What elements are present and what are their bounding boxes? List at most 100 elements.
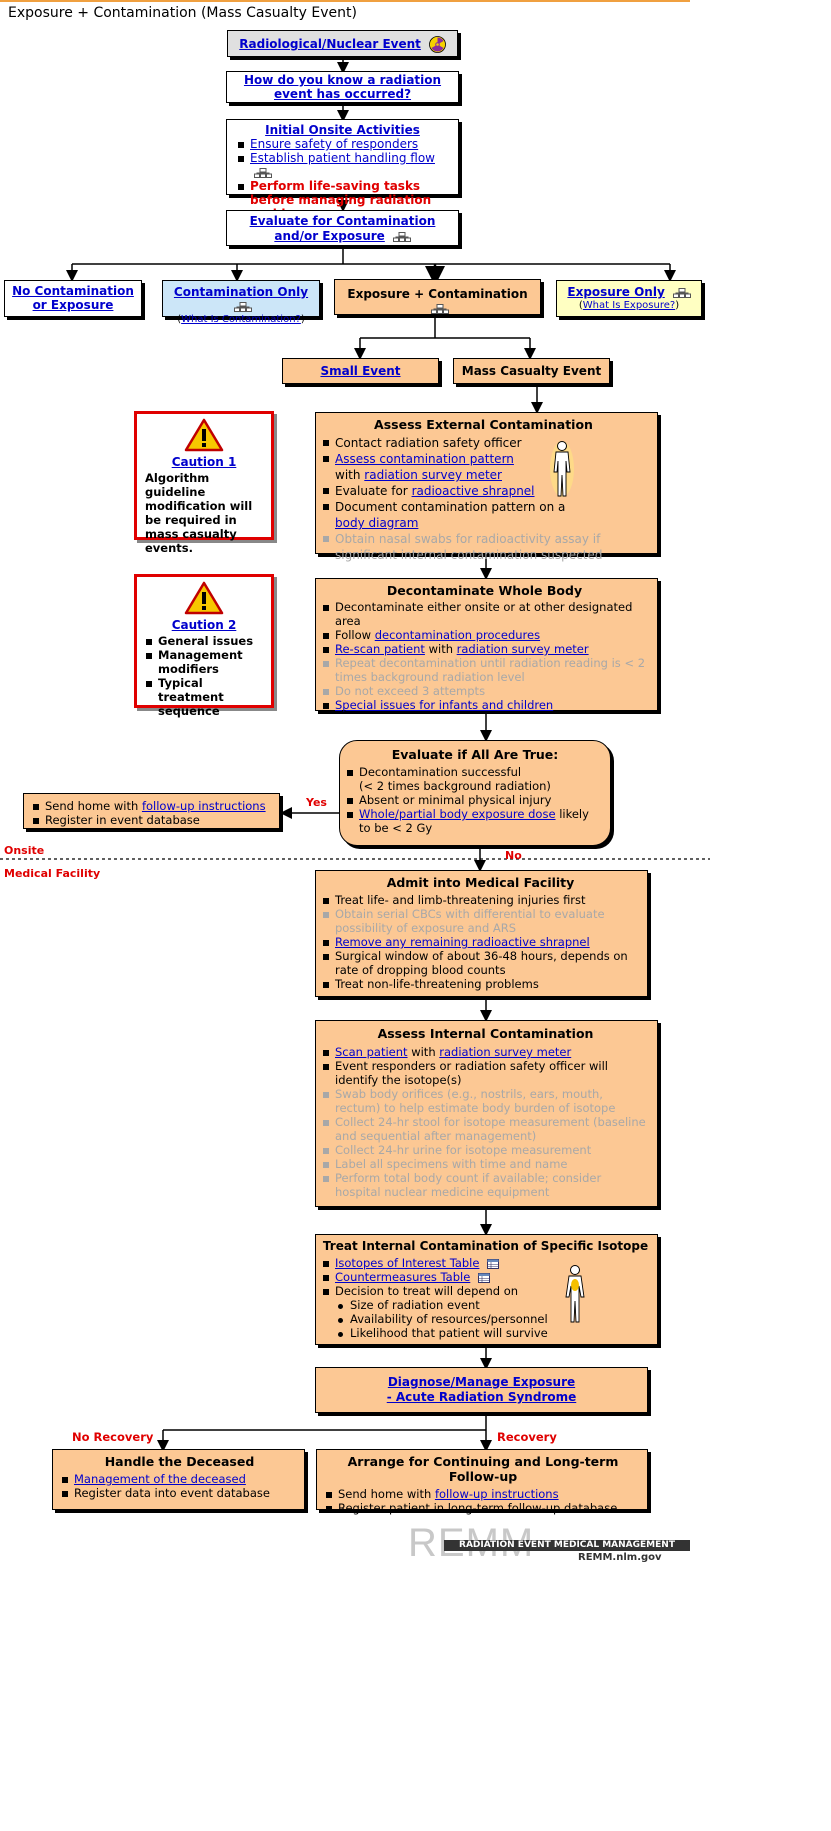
exposure-network-icon[interactable] xyxy=(672,287,691,298)
radiological-nuclear-event-link[interactable]: Radiological/Nuclear Event xyxy=(239,37,421,51)
exposure-only-link[interactable]: Exposure Only xyxy=(567,285,665,299)
countermeasures-table-link[interactable]: Countermeasures Table xyxy=(335,1270,471,1284)
body-diagram-link[interactable]: body diagram xyxy=(335,516,419,530)
initial-onsite-link[interactable]: Initial Onsite Activities xyxy=(265,123,420,137)
exposure-contamination-box: Exposure + Contamination xyxy=(334,279,541,315)
caution-2-item: Management modifiers xyxy=(158,648,243,676)
ensure-safety-link[interactable]: Ensure safety of responders xyxy=(250,137,419,151)
page-title: Exposure + Contamination (Mass Casualty … xyxy=(8,5,357,21)
body-figure-icon xyxy=(550,441,574,497)
identify-isotope-text: Event responders or radiation safety off… xyxy=(335,1059,608,1087)
contam-network-icon[interactable] xyxy=(234,301,252,312)
infants-children-link[interactable]: Special issues for infants and children xyxy=(335,698,554,712)
surgical-window-text: Surgical window of about 36-48 hours, de… xyxy=(335,949,628,977)
register-event-text: Register in event database xyxy=(45,813,200,827)
decon-success-detail: (< 2 times background radiation) xyxy=(359,779,551,793)
small-event-box[interactable]: Small Event xyxy=(282,358,439,384)
small-event-link[interactable]: Small Event xyxy=(320,364,401,378)
caution-2-box: Caution 2 General issues Management modi… xyxy=(134,574,274,718)
caution-2-link[interactable]: Caution 2 xyxy=(171,618,237,632)
what-is-exposure-link[interactable]: What Is Exposure? xyxy=(582,300,676,311)
caution-2-item: General issues xyxy=(158,634,254,648)
initial-onsite-box: Initial Onsite Activities Ensure safety … xyxy=(226,119,459,221)
total-body-count-text: Perform total body count if available; c… xyxy=(335,1171,602,1199)
decontaminate-title: Decontaminate Whole Body xyxy=(386,583,583,598)
diagnose-ars-link[interactable]: Diagnose/Manage Exposure - Acute Radiati… xyxy=(386,1375,577,1404)
rescan-patient-link[interactable]: Re-scan patient xyxy=(335,642,425,656)
recovery-label: Recovery xyxy=(497,1430,557,1444)
repeat-decon-text: Repeat decontamination until radiation r… xyxy=(335,656,646,684)
contamination-only-box[interactable]: Contamination Only (What Is Contaminatio… xyxy=(162,280,320,325)
remm-banner: RADIATION EVENT MEDICAL MANAGEMENT xyxy=(444,1540,690,1551)
medical-facility-label: Medical Facility xyxy=(4,867,101,880)
decon-procedures-link[interactable]: decontamination procedures xyxy=(374,628,541,642)
send-home-box: Send home with follow-up instructions Re… xyxy=(23,793,280,829)
document-pattern-text: Document contamination pattern on a xyxy=(335,500,566,514)
exposure-contamination-label: Exposure + Contamination xyxy=(347,287,528,301)
exposure-dose-link[interactable]: Whole/partial body exposure dose xyxy=(359,807,556,821)
expcontam-network-icon[interactable] xyxy=(430,303,449,314)
exposure-only-box[interactable]: Exposure Only (What Is Exposure?) xyxy=(556,280,702,317)
assess-pattern-link[interactable]: Assess contamination pattern xyxy=(335,452,514,466)
send-home-text: Send home with xyxy=(338,1487,432,1501)
handle-deceased-box: Handle the Deceased Management of the de… xyxy=(52,1449,305,1510)
decision-to-treat-text: Decision to treat will depend on xyxy=(335,1284,519,1298)
body-organs-icon xyxy=(565,1265,585,1323)
treat-non-life-text: Treat non-life-threatening problems xyxy=(335,977,539,991)
yes-label: Yes xyxy=(306,796,327,809)
mass-casualty-event-box: Mass Casualty Event xyxy=(453,358,610,384)
evaluate-network-icon[interactable] xyxy=(392,231,411,242)
survey-meter-link[interactable]: radiation survey meter xyxy=(364,468,502,482)
management-deceased-link[interactable]: Management of the deceased xyxy=(74,1472,246,1486)
evaluate-all-true-title: Evaluate if All Are True: xyxy=(391,747,559,762)
caution-1-text: Algorithm guideline modification will be… xyxy=(145,471,253,555)
treat-factor: Availability of resources/personnel xyxy=(350,1312,548,1326)
radiological-nuclear-event-box[interactable]: Radiological/Nuclear Event xyxy=(227,30,458,57)
follow-up-instructions-link[interactable]: follow-up instructions xyxy=(434,1487,559,1501)
no-contamination-link[interactable]: No Contamination or Exposure xyxy=(12,284,134,312)
remove-shrapnel-link[interactable]: Remove any remaining radioactive shrapne… xyxy=(335,935,590,949)
admit-medical-title: Admit into Medical Facility xyxy=(386,875,575,890)
what-is-contamination-link[interactable]: What Is Contamination? xyxy=(181,314,301,325)
caution-1-link[interactable]: Caution 1 xyxy=(171,455,237,469)
with-text: with xyxy=(335,468,361,482)
caution-1-box: Caution 1 Algorithm guideline modificati… xyxy=(134,411,274,555)
max-attempts-text: Do not exceed 3 attempts xyxy=(335,684,486,698)
assess-internal-box: Assess Internal Contamination Scan patie… xyxy=(315,1020,658,1207)
evaluate-contamination-box[interactable]: Evaluate for Contamination and/or Exposu… xyxy=(226,210,459,246)
serial-cbc-text: Obtain serial CBCs with differential to … xyxy=(335,907,605,935)
survey-meter-link[interactable]: radiation survey meter xyxy=(439,1045,572,1059)
how-know-link[interactable]: How do you know a radiation event has oc… xyxy=(243,73,442,101)
table-icon[interactable] xyxy=(477,1272,490,1283)
long-term-followup-title: Arrange for Continuing and Long-term Fol… xyxy=(347,1454,619,1484)
no-contamination-box[interactable]: No Contamination or Exposure xyxy=(4,280,142,317)
register-longterm-text: Register patient in long-term follow-up … xyxy=(338,1501,618,1515)
isotopes-table-link[interactable]: Isotopes of Interest Table xyxy=(335,1256,480,1270)
admit-medical-box: Admit into Medical Facility Treat life- … xyxy=(315,870,648,997)
life-saving-warning: Perform life-saving tasks before managin… xyxy=(250,179,432,221)
send-home-text: Send home with xyxy=(45,799,139,813)
onsite-label: Onsite xyxy=(4,844,45,857)
caution-2-item: Typical treatment sequence xyxy=(158,676,224,718)
decon-success-text: Decontamination successful xyxy=(359,765,522,779)
follow-up-instructions-link[interactable]: follow-up instructions xyxy=(141,799,266,813)
collect-stool-text: Collect 24-hr stool for isotope measurem… xyxy=(335,1115,646,1143)
minimal-injury-text: Absent or minimal physical injury xyxy=(359,793,552,807)
how-know-box[interactable]: How do you know a radiation event has oc… xyxy=(226,71,459,103)
long-term-followup-box: Arrange for Continuing and Long-term Fol… xyxy=(316,1449,648,1515)
evaluate-contamination-link[interactable]: Evaluate for Contamination and/or Exposu… xyxy=(249,214,436,243)
register-data-text: Register data into event database xyxy=(74,1486,270,1500)
with-text: with xyxy=(411,1045,436,1059)
diagnose-ars-box[interactable]: Diagnose/Manage Exposure - Acute Radiati… xyxy=(315,1367,648,1413)
shrapnel-link[interactable]: radioactive shrapnel xyxy=(411,484,535,498)
flow-network-icon[interactable] xyxy=(254,167,272,178)
scan-patient-link[interactable]: Scan patient xyxy=(335,1045,408,1059)
radiation-trefoil-icon xyxy=(428,36,446,53)
patient-flow-link[interactable]: Establish patient handling flow xyxy=(250,151,435,165)
survey-meter-link[interactable]: radiation survey meter xyxy=(456,642,589,656)
treat-internal-box: Treat Internal Contamination of Specific… xyxy=(315,1234,658,1345)
table-icon[interactable] xyxy=(487,1258,500,1269)
contamination-only-link[interactable]: Contamination Only xyxy=(173,285,309,299)
assess-external-box: Assess External Contamination Contact ra… xyxy=(315,412,658,562)
